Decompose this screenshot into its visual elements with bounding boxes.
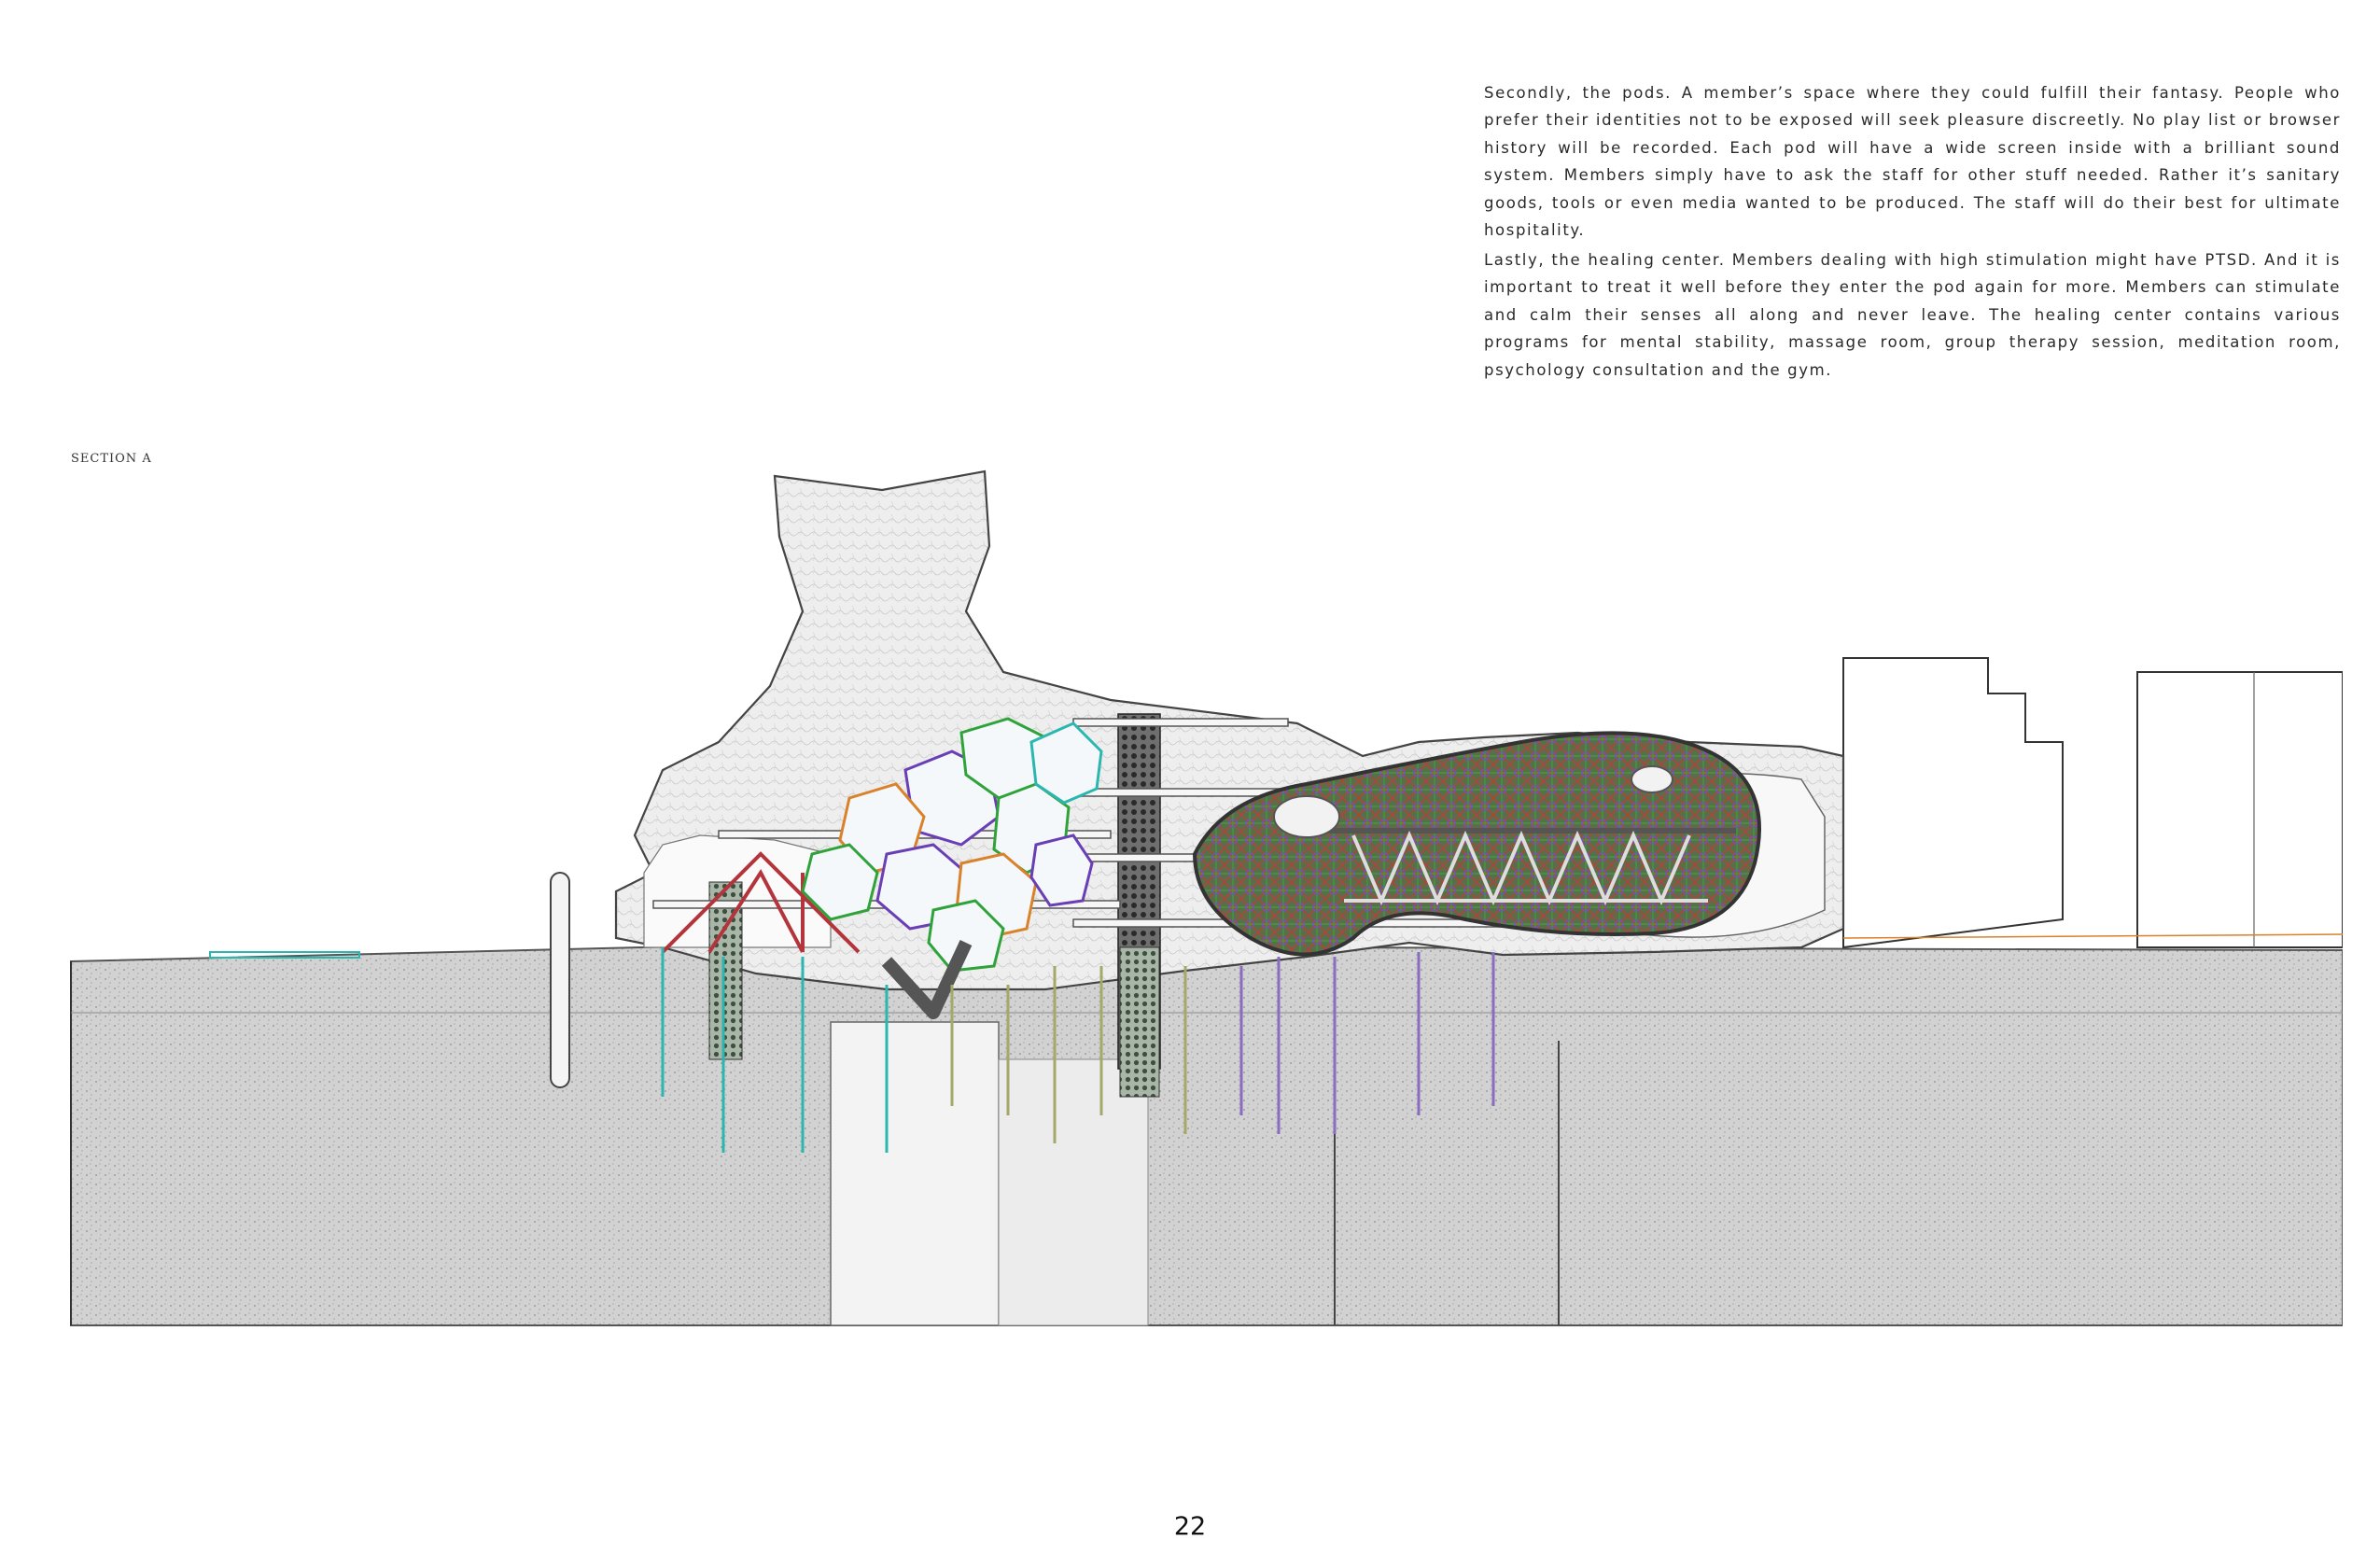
page-number: 22 — [1173, 1512, 1207, 1541]
body-paragraph-pods: Secondly, the pods. A member’s space whe… — [1484, 83, 2341, 240]
pod-cluster — [801, 717, 1103, 973]
foundation-columns — [661, 947, 1495, 1153]
central-core-lower — [1119, 946, 1160, 1098]
neighbouring-buildings — [1842, 657, 2343, 949]
body-paragraph-healing-center: Lastly, the healing center. Members deal… — [1484, 250, 2341, 379]
left-pillar — [550, 872, 570, 1088]
pod-cluster-stem — [881, 940, 973, 1019]
section-drawing — [70, 469, 2343, 1326]
ground-section — [70, 941, 2343, 1326]
healing-pod — [1192, 731, 1761, 957]
section-label: SECTION A — [71, 452, 152, 466]
side-core — [708, 881, 743, 1060]
